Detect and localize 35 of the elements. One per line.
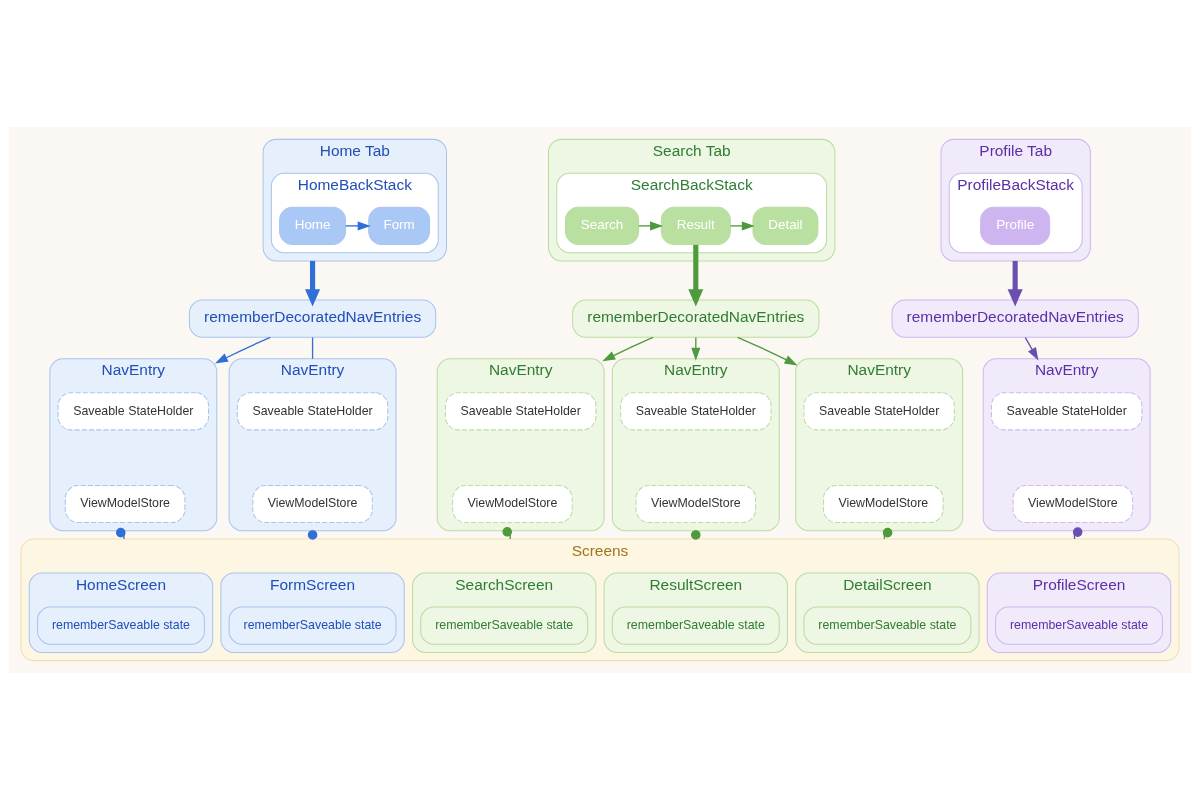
arrow bbox=[1024, 336, 1039, 361]
node-box: Detail bbox=[752, 206, 819, 245]
node-box: Profile bbox=[980, 206, 1051, 245]
node-box: rememberDecoratedNavEntries bbox=[572, 299, 820, 338]
node-box: rememberSaveable state bbox=[37, 606, 205, 645]
node-box: Saveable StateHolder bbox=[57, 392, 210, 431]
node-box: Saveable StateHolder bbox=[236, 392, 389, 431]
node-box: Home bbox=[279, 206, 347, 245]
node-box: ViewModelStore bbox=[252, 485, 373, 524]
arrow bbox=[729, 221, 755, 231]
arrow bbox=[305, 260, 321, 307]
arrow bbox=[1007, 260, 1023, 307]
node-box: ViewModelStore bbox=[1012, 485, 1134, 524]
node-box: Saveable StateHolder bbox=[444, 392, 597, 431]
arrow bbox=[688, 244, 704, 307]
node-box: rememberSaveable state bbox=[420, 606, 589, 645]
node-box: Saveable StateHolder bbox=[990, 392, 1143, 431]
node-box: rememberSaveable state bbox=[803, 606, 972, 645]
node-box: Result bbox=[660, 206, 731, 245]
node-box: rememberSaveable state bbox=[995, 606, 1163, 645]
node-box: rememberSaveable state bbox=[228, 606, 397, 645]
node-box: ViewModelStore bbox=[452, 485, 573, 524]
connector bbox=[311, 336, 314, 360]
node-box: rememberSaveable state bbox=[611, 606, 780, 645]
node-box: rememberDecoratedNavEntries bbox=[188, 299, 437, 338]
arrow bbox=[345, 221, 371, 231]
node-box: ViewModelStore bbox=[64, 485, 186, 524]
node-box: Form bbox=[368, 206, 430, 245]
node-box: Saveable StateHolder bbox=[803, 392, 955, 431]
node-box: Search bbox=[564, 206, 640, 245]
node-box: ViewModelStore bbox=[823, 485, 944, 524]
node-box: ViewModelStore bbox=[635, 485, 757, 524]
node-box: Saveable StateHolder bbox=[620, 392, 772, 431]
arrow bbox=[638, 221, 664, 231]
node-box: rememberDecoratedNavEntries bbox=[891, 299, 1139, 338]
